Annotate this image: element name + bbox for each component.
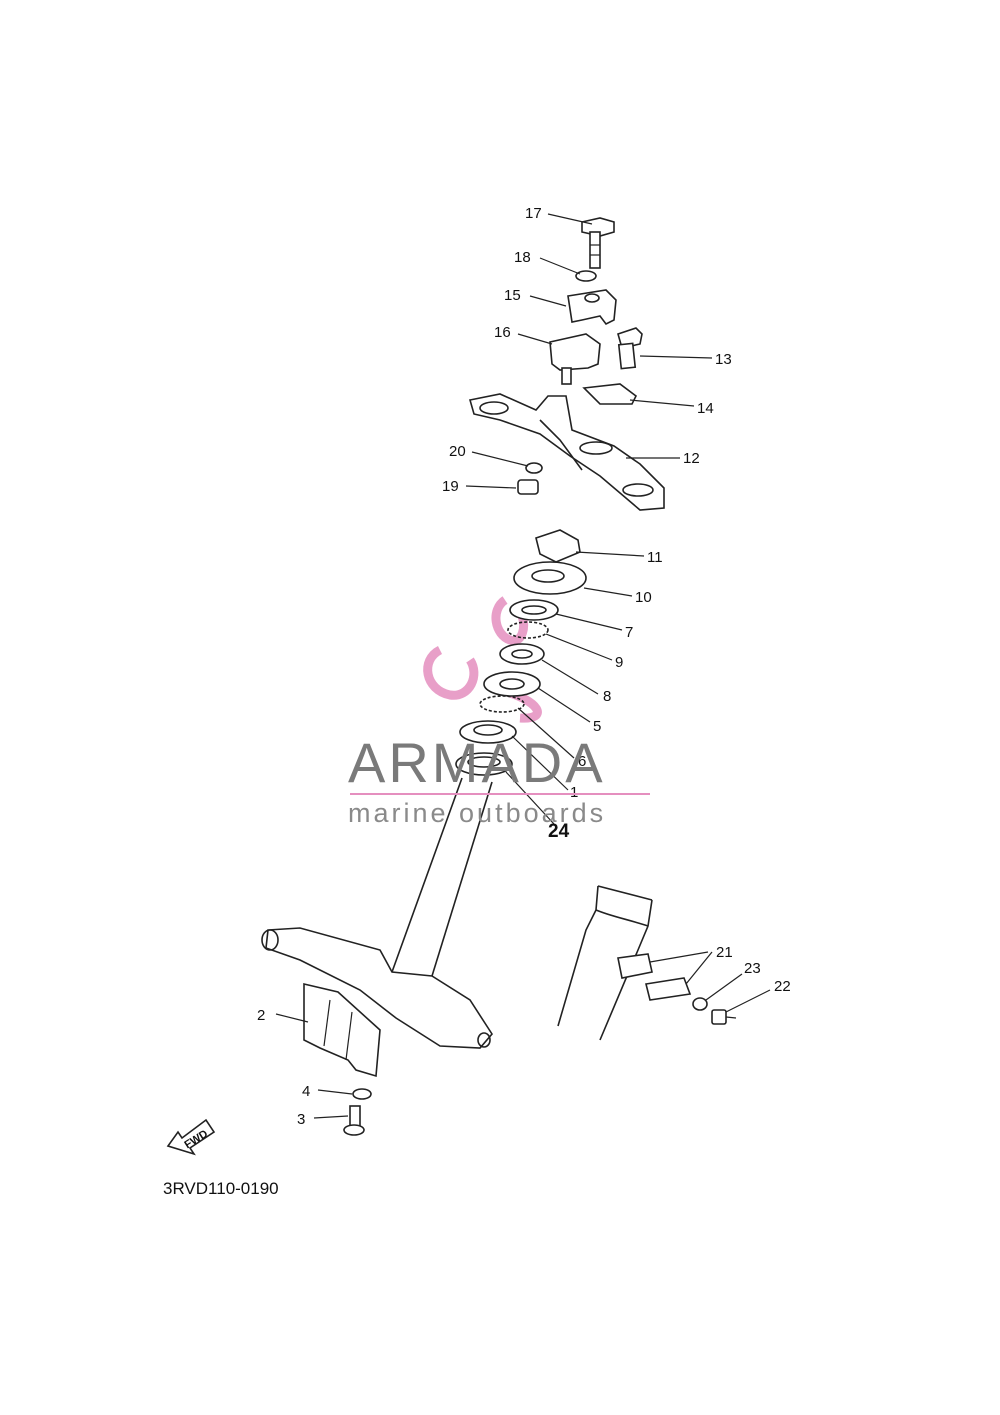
part-bolt-17 [581, 217, 615, 269]
part-bolt-3 [343, 1105, 365, 1136]
callout-5: 5 [593, 718, 601, 735]
callout-19: 19 [442, 478, 459, 495]
part-washer-18 [575, 270, 597, 282]
callout-21: 21 [716, 944, 733, 961]
callout-17: 17 [525, 205, 542, 222]
callout-12: 12 [683, 450, 700, 467]
part-cover-10 [513, 561, 587, 595]
part-bolt-13 [617, 327, 643, 370]
part-holder-lower-16 [549, 333, 601, 385]
part-ball-bearings-9 [507, 621, 549, 639]
part-fork-tube [557, 885, 653, 1041]
callout-18: 18 [514, 249, 531, 266]
callout-14: 14 [697, 400, 714, 417]
callout-16: 16 [494, 324, 511, 341]
part-ball-bearings-6 [479, 695, 525, 713]
fwd-direction-arrow-icon: FWD [166, 1118, 216, 1156]
watermark-tagline: marine outboards [348, 798, 606, 828]
part-plate-14 [582, 383, 638, 405]
watermark: ARMADA marine outboards [348, 731, 650, 828]
callout-24: 24 [548, 821, 570, 842]
part-upper-bracket-12 [468, 393, 665, 511]
part-clamp-21 [617, 953, 692, 1001]
callout-labels: 17 18 15 16 13 14 20 12 19 11 10 7 9 8 5… [257, 205, 791, 1128]
callout-9: 9 [615, 654, 623, 671]
callout-23: 23 [744, 960, 761, 977]
callout-15: 15 [504, 287, 521, 304]
part-seal-1 [459, 720, 517, 744]
part-race-7 [509, 599, 559, 621]
part-cap-19 [517, 479, 539, 495]
watermark-brand: ARMADA [348, 731, 606, 794]
part-under-bracket-steering-stem [261, 777, 493, 1049]
part-holder-upper-15 [567, 289, 617, 326]
callout-11: 11 [647, 549, 663, 566]
callout-10: 10 [635, 589, 652, 606]
callout-3: 3 [297, 1111, 305, 1128]
callout-22: 22 [774, 978, 791, 995]
callout-7: 7 [625, 624, 633, 641]
callout-2: 2 [257, 1007, 265, 1024]
leader-lines [275, 213, 771, 1119]
callout-13: 13 [715, 351, 732, 368]
callout-4: 4 [302, 1083, 310, 1100]
part-race-8 [499, 643, 545, 665]
part-bolt-22 [711, 1009, 737, 1025]
part-ring-nut-11 [535, 529, 581, 563]
part-race-5 [483, 671, 541, 697]
callout-8: 8 [603, 688, 611, 705]
drawing-code: 3RVD110-0190 [163, 1179, 279, 1198]
callout-6: 6 [578, 753, 586, 770]
part-race-24 [455, 752, 513, 776]
callout-1: 1 [570, 784, 578, 801]
part-bracket-2 [303, 982, 381, 1078]
part-nut-20 [525, 462, 543, 474]
part-washer-4 [352, 1088, 372, 1100]
part-washer-23 [692, 997, 708, 1011]
callout-20: 20 [449, 443, 466, 460]
